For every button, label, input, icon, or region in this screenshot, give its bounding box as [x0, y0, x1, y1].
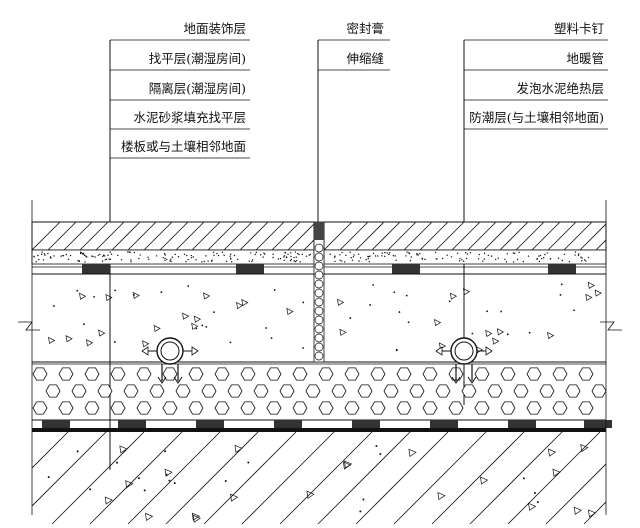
heating-pipe [141, 337, 199, 384]
label-heating-pipe: 地暖管 [566, 51, 604, 66]
heating-pipe [435, 337, 493, 384]
sealant-fill [314, 222, 324, 240]
foam-insulation-layer [32, 367, 606, 421]
expansion-joint [313, 221, 325, 363]
slab-soil-layer [32, 432, 606, 524]
label-group-left: 地面装饰层 找平层(潮湿房间) 隔离层(潮湿房间) 水泥砂浆填充找平层 楼板或与… [109, 21, 250, 470]
label-expansion-joint: 伸缩缝 [346, 51, 384, 66]
label-mortar-fill: 水泥砂浆填充找平层 [133, 110, 246, 125]
label-group-middle: 密封膏 伸缩缝 [317, 21, 390, 222]
label-slab-or-ground: 楼板或与土壤相邻地面 [121, 139, 246, 154]
label-moisture-barrier: 防潮层(与土壤相邻地面) [469, 110, 604, 125]
break-marks [18, 200, 622, 515]
leveling-layer [31, 249, 607, 268]
floor-finish-layer [31, 221, 607, 251]
moisture-barrier [32, 420, 612, 432]
label-isolation-layer: 隔离层(潮湿房间) [149, 81, 246, 96]
label-foam-cement-insulation: 发泡水泥绝热层 [516, 81, 604, 96]
label-leveling-layer: 找平层(潮湿房间) [149, 51, 246, 66]
label-plastic-clip: 塑料卡钉 [554, 21, 605, 36]
label-sealant: 密封膏 [346, 21, 384, 36]
isolation-strips [82, 264, 576, 274]
label-floor-finish: 地面装饰层 [183, 21, 246, 36]
